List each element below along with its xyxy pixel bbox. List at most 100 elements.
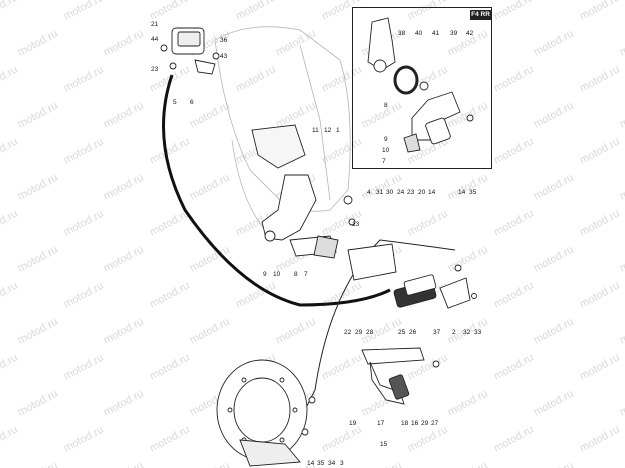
watermark-text: motod.ru [0,424,20,455]
callout: 19 [349,420,357,427]
watermark-text: motod.ru [148,280,192,311]
watermark-text: motod.ru [62,136,106,167]
watermark-text: motod.ru [532,244,576,275]
watermark-text: motod.ru [148,0,192,23]
callout: 18 [401,420,409,427]
callout: 2 [452,329,456,336]
inset-frame [352,7,492,169]
watermark-text: motod.ru [578,64,622,95]
callout: 10 [382,147,390,154]
callout: 13 [352,221,360,228]
callout: 5 [173,99,177,106]
watermark-text: motod.ru [618,172,625,203]
watermark-text: motod.ru [0,352,20,383]
watermark-text: motod.ru [492,424,536,455]
reservoir-assembly [160,27,220,75]
watermark-text: motod.ru [62,424,106,455]
callout: 34 [328,460,336,467]
callout: 11 [312,127,319,134]
watermark-text: motod.ru [492,208,536,239]
brake-disc [216,359,316,467]
watermark-text: motod.ru [16,172,60,203]
watermark-text: motod.ru [188,460,232,468]
inset-badge: F4 RR [470,10,491,20]
callout: 30 [386,189,394,196]
watermark-text: motod.ru [446,172,490,203]
watermark-text: motod.ru [102,244,146,275]
watermark-text: motod.ru [188,100,232,131]
callout: 4 [367,189,371,196]
watermark-text: motod.ru [492,280,536,311]
watermark-text: motod.ru [492,0,536,23]
watermark-text: motod.ru [360,172,404,203]
watermark-text: motod.ru [618,316,625,347]
watermark-text: motod.ru [16,388,60,419]
callout: 24 [397,189,405,196]
callout: 3 [340,460,344,467]
watermark-text: motod.ru [274,28,318,59]
watermark-text: motod.ru [102,28,146,59]
watermark-text: motod.ru [16,28,60,59]
callout: 21 [151,21,159,28]
callout: 41 [432,30,440,37]
watermark-text: motod.ru [62,352,106,383]
watermark-text: motod.ru [446,388,490,419]
watermark-text: motod.ru [492,352,536,383]
watermark-text: motod.ru [532,388,576,419]
callout: 28 [366,329,374,336]
watermark-text: motod.ru [492,64,536,95]
watermark-text: motod.ru [532,460,576,468]
watermark-text: motod.ru [148,352,192,383]
callout: 16 [411,420,419,427]
callout: 32 [463,329,471,336]
callout: 26 [409,329,417,336]
callout: 9 [384,136,388,143]
watermark-text: motod.ru [0,208,20,239]
watermark-text: motod.ru [0,64,20,95]
callout: 9 [263,271,267,278]
watermark-text: motod.ru [102,100,146,131]
watermark-text: motod.ru [618,244,625,275]
callout: 44 [151,36,159,43]
callout: 29 [355,329,363,336]
watermark-text: motod.ru [102,388,146,419]
watermark-text: motod.ru [62,280,106,311]
watermark-text: motod.ru [234,64,278,95]
watermark-text: motod.ru [532,172,576,203]
callout: 35 [469,189,477,196]
frame-outline [214,26,351,231]
watermark-text: motod.ru [16,100,60,131]
watermark-text: motod.ru [618,388,625,419]
callout: 39 [450,30,458,37]
watermark-text: motod.ru [0,280,20,311]
watermark-text: motod.ru [62,208,106,239]
callout: 31 [376,189,384,196]
watermark-text: motod.ru [406,208,450,239]
callout: 7 [304,271,308,278]
watermark-text: motod.ru [578,0,622,23]
callout: 42 [466,30,474,37]
watermark-text: motod.ru [618,100,625,131]
watermark-text: motod.ru [102,172,146,203]
callout: 35 [317,460,325,467]
callout: 8 [384,102,388,109]
callout: 6 [190,99,194,106]
callout: 17 [377,420,385,427]
watermark-text: motod.ru [16,316,60,347]
watermark-text: motod.ru [578,136,622,167]
watermark-text: motod.ru [446,244,490,275]
callout: 25 [398,329,406,336]
watermark-text: motod.ru [188,316,232,347]
callout: 27 [431,420,439,427]
callout: 12 [324,127,332,134]
watermark-text: motod.ru [406,424,450,455]
callout: 14 [458,189,466,196]
watermark-text: motod.ru [578,208,622,239]
callout: 23 [407,189,415,196]
callout: 43 [220,53,228,60]
watermark-text: motod.ru [532,100,576,131]
callout: 22 [344,329,352,336]
watermark-text: motod.ru [360,460,404,468]
watermark-text: motod.ru [320,352,364,383]
watermark-text: motod.ru [618,460,625,468]
